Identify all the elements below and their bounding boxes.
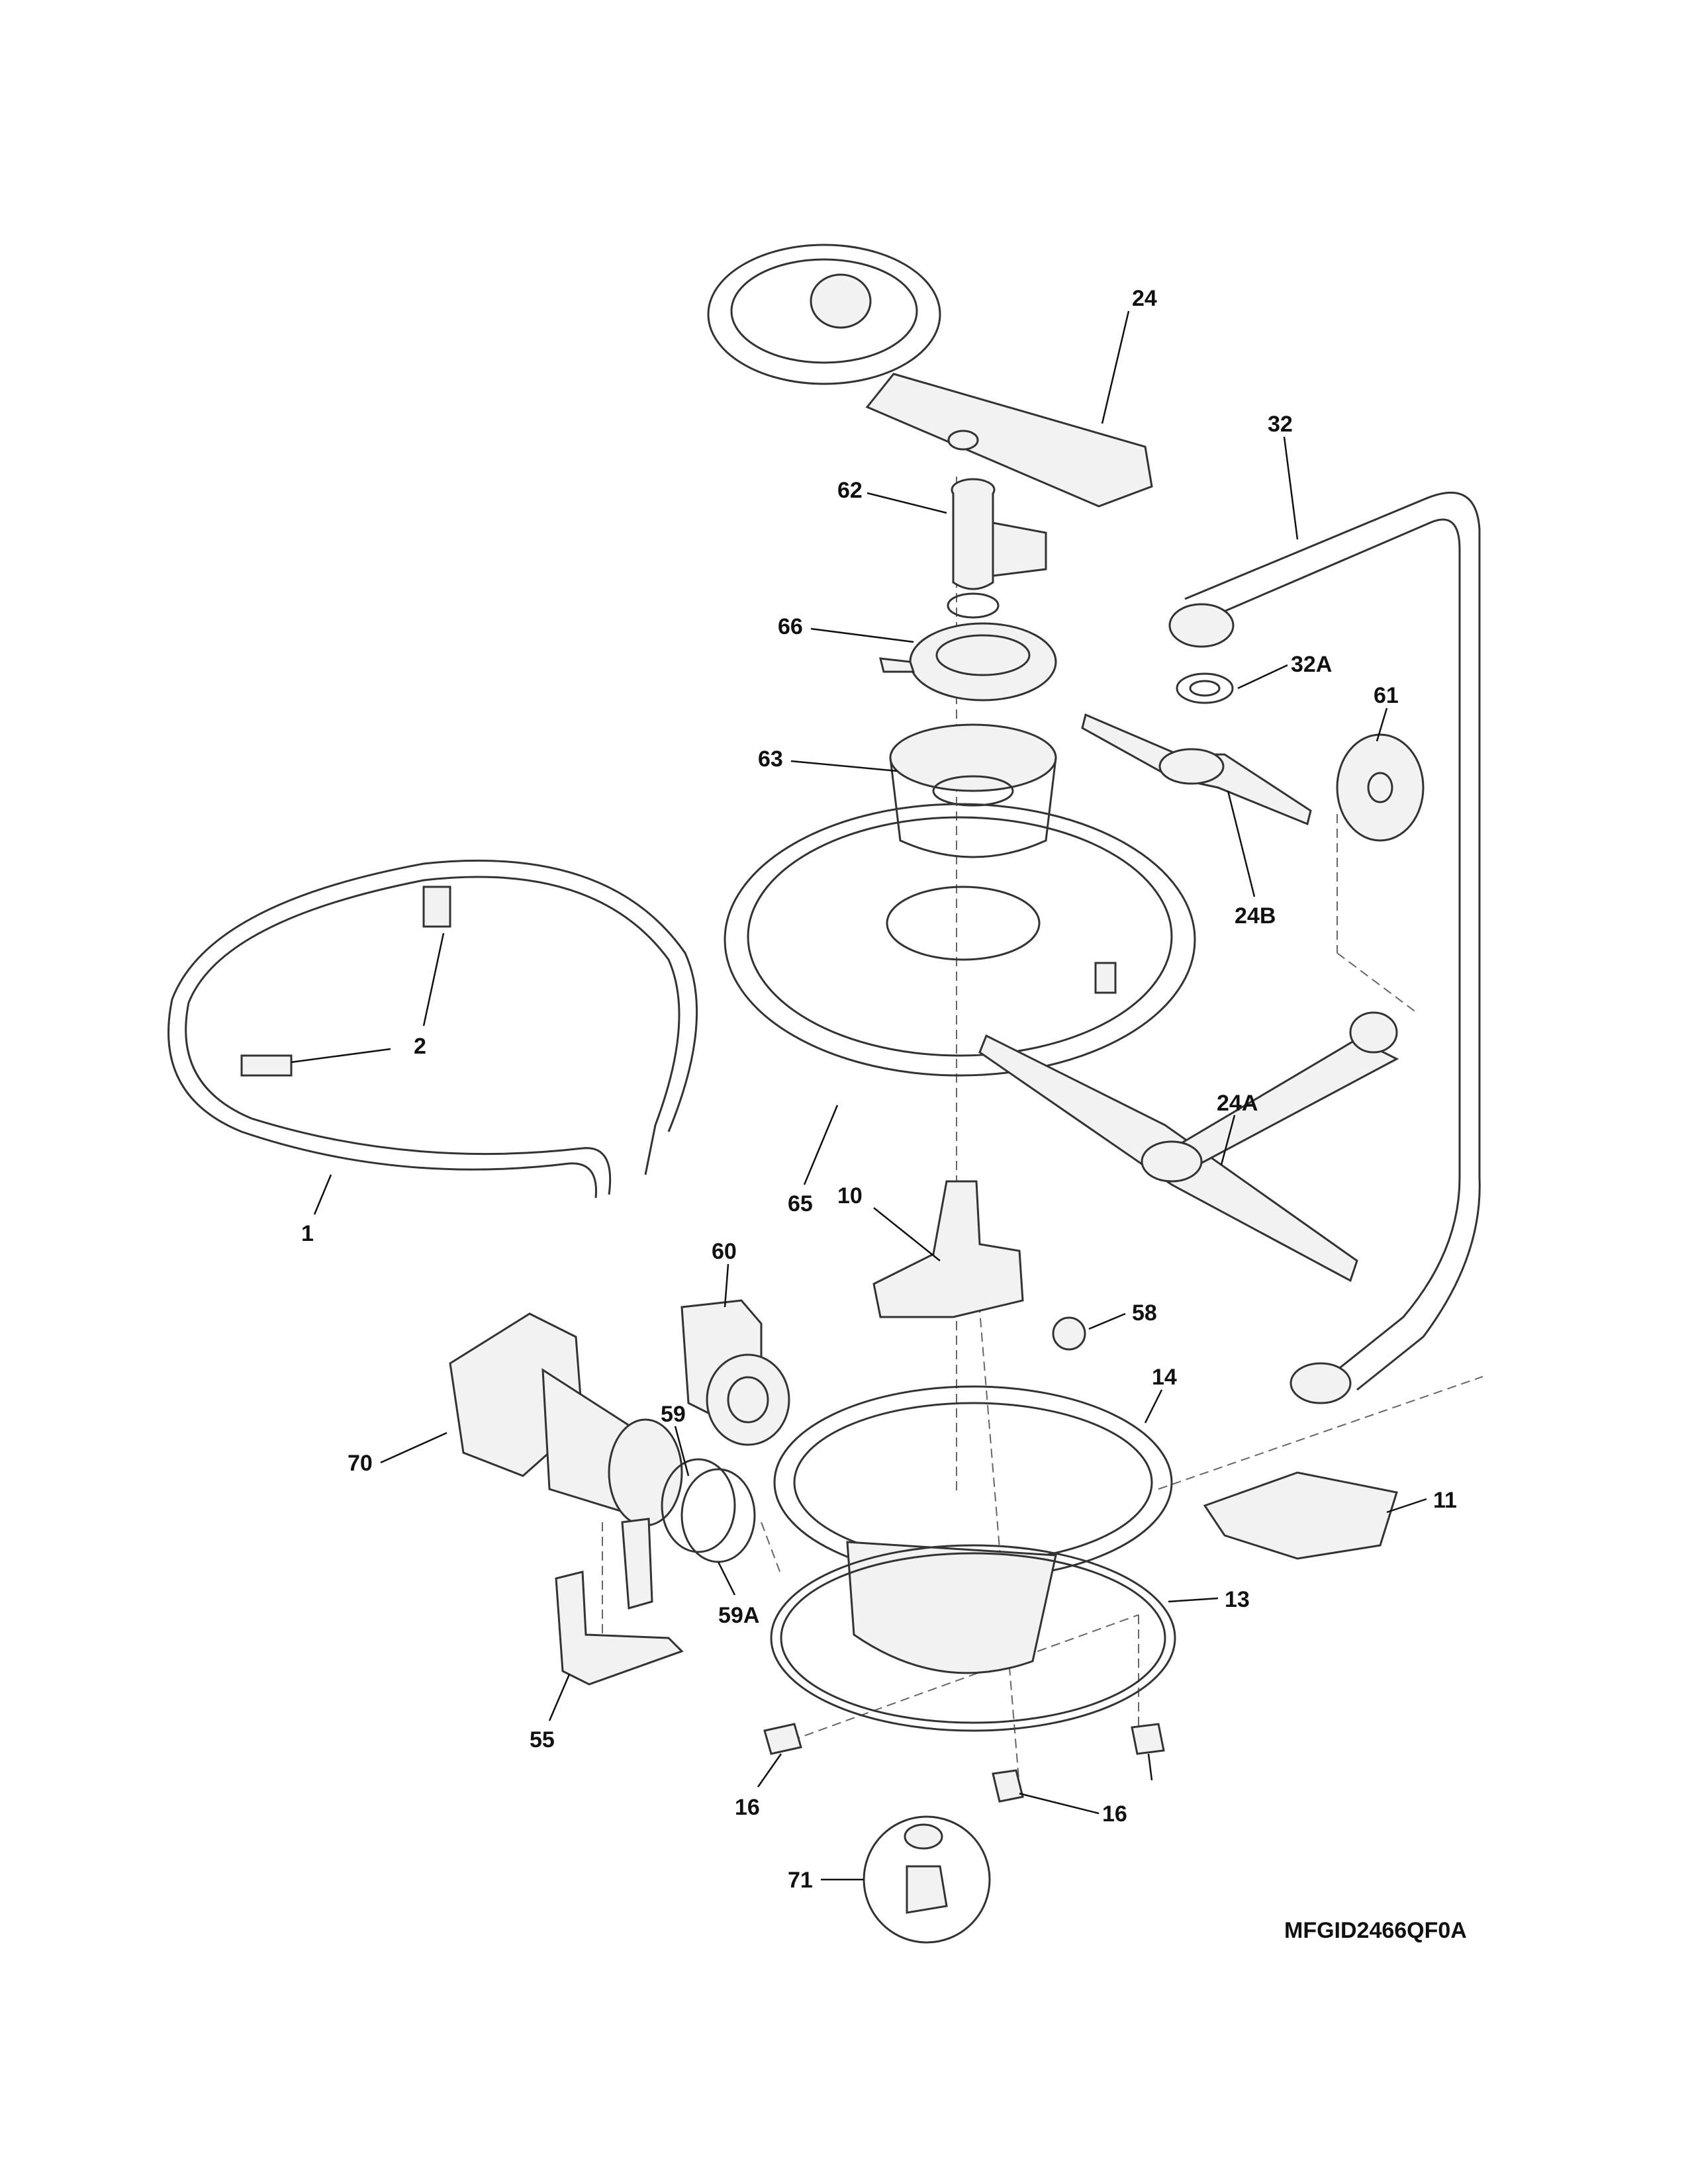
part-60-drain-pump (680, 1299, 790, 1446)
leader-lines (291, 310, 1427, 1881)
part-70-wash-motor (449, 1312, 683, 1527)
label-11: 11 (1433, 1488, 1457, 1513)
label-59: 59 (661, 1402, 686, 1427)
part-24-upper-spray-arm (707, 244, 1153, 508)
label-59a: 59A (718, 1603, 759, 1628)
label-62: 62 (837, 478, 863, 503)
label-32a: 32A (1291, 652, 1332, 677)
label-13: 13 (1225, 1587, 1250, 1612)
label-61: 61 (1374, 683, 1399, 708)
label-55: 55 (530, 1727, 555, 1752)
part-58-ball (1052, 1316, 1086, 1351)
label-65: 65 (788, 1191, 813, 1216)
part-61-disc (1336, 733, 1425, 842)
label-1: 1 (301, 1221, 314, 1246)
label-16-left: 16 (735, 1795, 760, 1820)
part-63-filter-cup (889, 723, 1057, 858)
part-32a-washer (1176, 672, 1234, 704)
label-24a: 24A (1217, 1091, 1258, 1116)
label-71: 71 (788, 1868, 813, 1893)
label-66: 66 (778, 614, 803, 639)
label-58: 58 (1132, 1300, 1157, 1326)
part-11-screen (1203, 1471, 1398, 1560)
part-13-gasket (770, 1544, 1176, 1732)
part-66-filter-cap (879, 622, 1057, 702)
part-55-bracket (555, 1518, 684, 1686)
part-1-heating-element (167, 859, 698, 1199)
callout-labels: 24 32 62 66 32A 61 63 24B 2 24A 65 1 10 … (301, 286, 1457, 1893)
label-2: 2 (414, 1034, 426, 1059)
diagram-code: MFGID2466QF0A (1284, 1918, 1467, 1943)
label-63: 63 (758, 747, 783, 772)
part-71-valve (863, 1815, 991, 1944)
part-14-sump (773, 1385, 1173, 1674)
part-62-conduit (947, 478, 1047, 619)
part-16-grommets (763, 1723, 1165, 1803)
part-10-housing (872, 1180, 1024, 1318)
part-2-clips (240, 886, 451, 1077)
label-24b: 24B (1235, 903, 1276, 929)
part-59a-seal (680, 1468, 756, 1563)
label-70: 70 (348, 1451, 373, 1476)
label-24: 24 (1132, 286, 1157, 311)
part-32-supply-tube (1168, 491, 1481, 1404)
label-16-right: 16 (1102, 1801, 1127, 1827)
part-24b-spray-arm (1081, 713, 1312, 826)
label-14: 14 (1152, 1365, 1177, 1390)
label-60: 60 (712, 1239, 737, 1264)
label-10: 10 (837, 1183, 863, 1208)
label-32: 32 (1268, 412, 1293, 437)
part-59-seal (661, 1458, 736, 1553)
part-65-filter-plate (724, 803, 1196, 1077)
part-24a-lower-spray-arm (978, 1011, 1399, 1283)
